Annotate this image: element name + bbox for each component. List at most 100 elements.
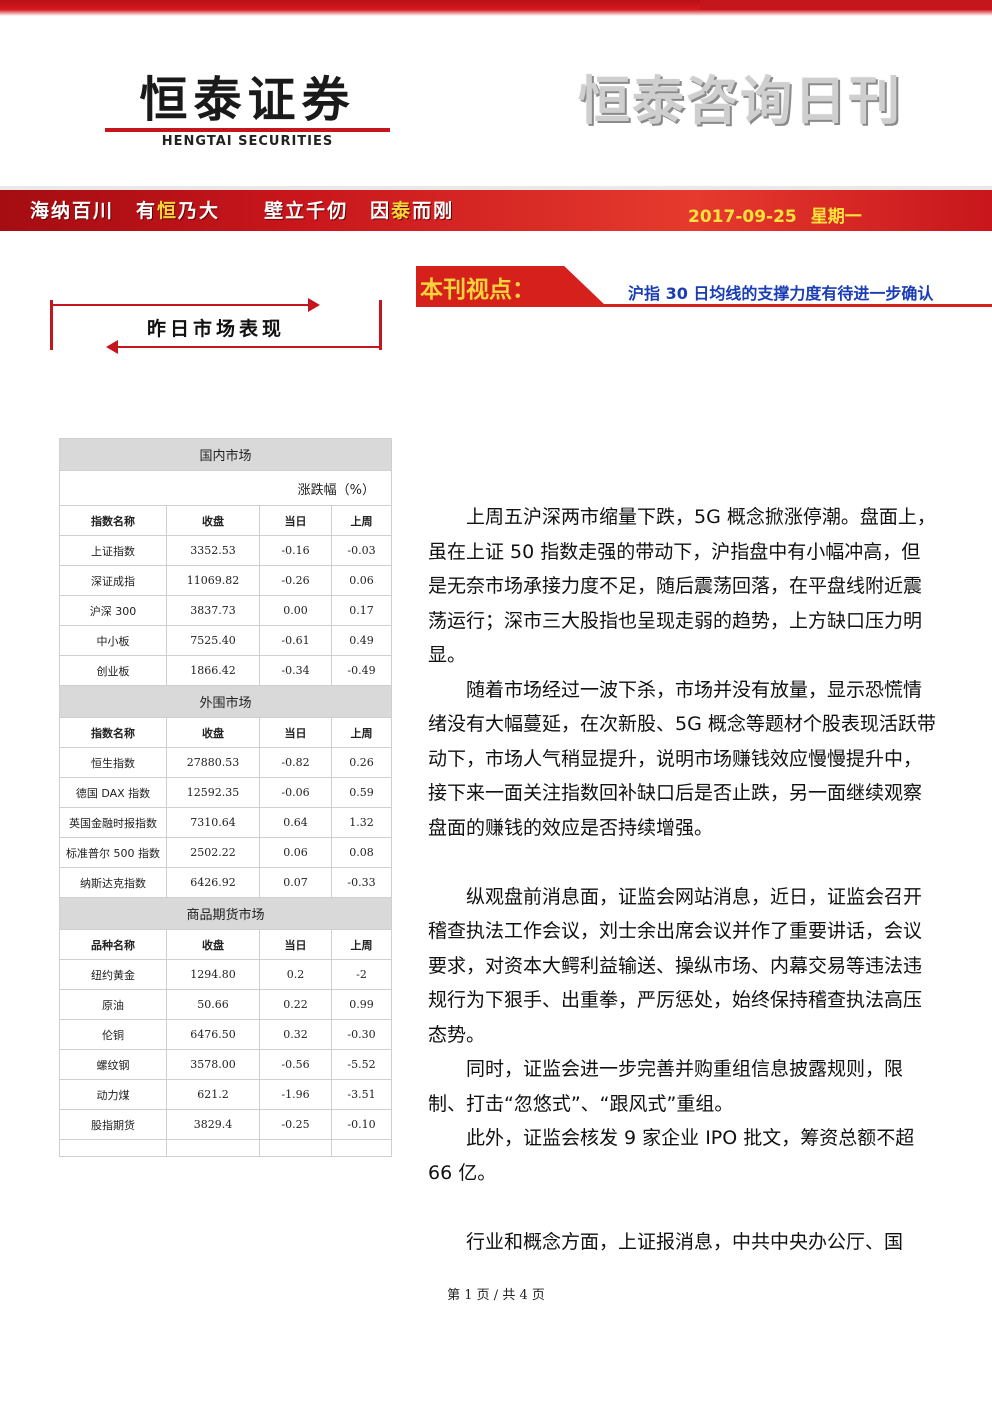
table-cell: 27880.53 <box>166 747 260 778</box>
table-cell <box>259 1139 332 1157</box>
table-cell: -0.34 <box>259 655 332 686</box>
table-cell: -0.33 <box>330 867 393 898</box>
table-column-header: 上周 <box>330 717 393 748</box>
table-row-name: 沪深 300 <box>59 595 167 626</box>
table-cell: -0.06 <box>259 777 332 808</box>
table-cell: 0.07 <box>259 867 332 898</box>
table-cell: 3829.4 <box>166 1109 260 1140</box>
slogan-part: 乃大 <box>178 200 221 222</box>
table-cell: -0.26 <box>259 565 332 596</box>
table-cell: 7525.40 <box>166 625 260 656</box>
table-section-title: 外围市场 <box>58 685 393 718</box>
section-frame-bottom-line <box>118 346 382 348</box>
table-unit-label: 涨跌幅（%） <box>58 470 393 506</box>
table-cell: 0.32 <box>259 1019 332 1050</box>
body-paragraph: 随着市场经过一波下杀，市场并没有放量，显示恐慌情绪没有大幅蔓延，在次新股、5G … <box>428 678 936 839</box>
table-cell: -5.52 <box>330 1049 393 1080</box>
table-cell: 0.22 <box>259 989 332 1020</box>
table-cell: -0.03 <box>330 535 393 566</box>
company-logo: 恒泰证券 HENGTAI SECURITIES <box>105 72 390 152</box>
table-column-header: 收盘 <box>166 717 260 748</box>
table-cell: 0.59 <box>330 777 393 808</box>
publication-title: 恒泰咨询日刊 <box>578 72 903 132</box>
logo-english-name: HENGTAI SECURITIES <box>161 134 334 149</box>
table-cell: 1294.80 <box>166 959 260 990</box>
table-cell: 621.2 <box>166 1079 260 1110</box>
table-section-row: 外围市场 <box>58 685 393 718</box>
body-paragraph: 行业和概念方面，上证报消息，中共中央办公厅、国 <box>466 1230 904 1253</box>
body-paragraph: 此外，证监会核发 9 家企业 IPO 批文，筹资总额不超 66 亿。 <box>428 1127 915 1184</box>
table-column-header: 当日 <box>259 929 332 960</box>
table-row-name: 英国金融时报指数 <box>59 807 167 838</box>
slogan: 海纳百川有恒乃大壁立千仞因泰而刚 <box>30 196 454 223</box>
table-row-name: 螺纹钢 <box>59 1049 167 1080</box>
table-cell: -1.96 <box>259 1079 332 1110</box>
table-cell: 0.64 <box>259 807 332 838</box>
slogan-part: 海纳百川 <box>30 200 115 222</box>
table-cell: 50.66 <box>166 989 260 1020</box>
table-row-name: 创业板 <box>59 655 167 686</box>
table-cell <box>59 1139 167 1157</box>
table-cell: 0.08 <box>330 837 393 868</box>
table-row-name: 伦铜 <box>59 1019 167 1050</box>
table-column-header: 指数名称 <box>59 717 167 748</box>
table-unit-row: 涨跌幅（%） <box>58 470 393 506</box>
table-column-header: 上周 <box>330 505 393 536</box>
band-top-edge <box>0 186 992 190</box>
slogan-highlight: 恒 <box>157 200 179 222</box>
section-frame-top-line <box>50 304 312 306</box>
slogan-part: 而刚 <box>412 200 455 222</box>
table-cell: -0.25 <box>259 1109 332 1140</box>
slogan-part: 因 <box>370 200 392 222</box>
table-cell: -0.16 <box>259 535 332 566</box>
article-body: 上周五沪深两市缩量下跌，5G 概念掀涨停潮。盘面上，虽在上证 50 指数走强的带… <box>428 500 936 1259</box>
section-title: 昨日市场表现 <box>146 318 285 340</box>
table-column-header: 当日 <box>259 505 332 536</box>
viewpoint-rule <box>416 304 992 307</box>
table-cell: -0.82 <box>259 747 332 778</box>
viewpoint-headline: 沪指 30 日均线的支撑力度有待进一步确认 <box>628 284 934 303</box>
table-cell: 11069.82 <box>166 565 260 596</box>
section-frame <box>50 300 382 350</box>
body-paragraph: 上周五沪深两市缩量下跌，5G 概念掀涨停潮。盘面上，虽在上证 50 指数走强的带… <box>428 506 936 666</box>
table-cell <box>166 1139 260 1157</box>
table-cell: 3578.00 <box>166 1049 260 1080</box>
table-row-name: 原油 <box>59 989 167 1020</box>
table-cell: 0.26 <box>330 747 393 778</box>
table-column-header: 指数名称 <box>59 505 167 536</box>
table-cell: -0.30 <box>330 1019 393 1050</box>
table-column-header: 当日 <box>259 717 332 748</box>
table-row-name: 纽约黄金 <box>59 959 167 990</box>
table-section-title: 国内市场 <box>58 438 393 471</box>
table-header-row: 品种名称收盘当日上周 <box>59 929 393 960</box>
table-row-name: 恒生指数 <box>59 747 167 778</box>
table-cell: 0.2 <box>259 959 332 990</box>
table-cell: -0.49 <box>330 655 393 686</box>
table-cell: 7310.64 <box>166 807 260 838</box>
logo-red-rule <box>105 128 390 132</box>
slogan-band <box>0 190 992 231</box>
top-red-stripe-tail <box>700 0 992 10</box>
slogan-highlight: 泰 <box>391 200 413 222</box>
table-cell: -0.56 <box>259 1049 332 1080</box>
table-cell: 1866.42 <box>166 655 260 686</box>
table-cell: -0.61 <box>259 625 332 656</box>
table-row-name: 标准普尔 500 指数 <box>59 837 167 868</box>
table-row-name: 深证成指 <box>59 565 167 596</box>
date-text: 2017-09-25 <box>688 207 797 227</box>
body-paragraph: 同时，证监会进一步完善并购重组信息披露规则，限制、打击“忽悠式”、“跟风式”重组… <box>428 1058 904 1115</box>
table-cell: 0.06 <box>259 837 332 868</box>
viewpoint-label: 本刊视点： <box>420 277 535 303</box>
